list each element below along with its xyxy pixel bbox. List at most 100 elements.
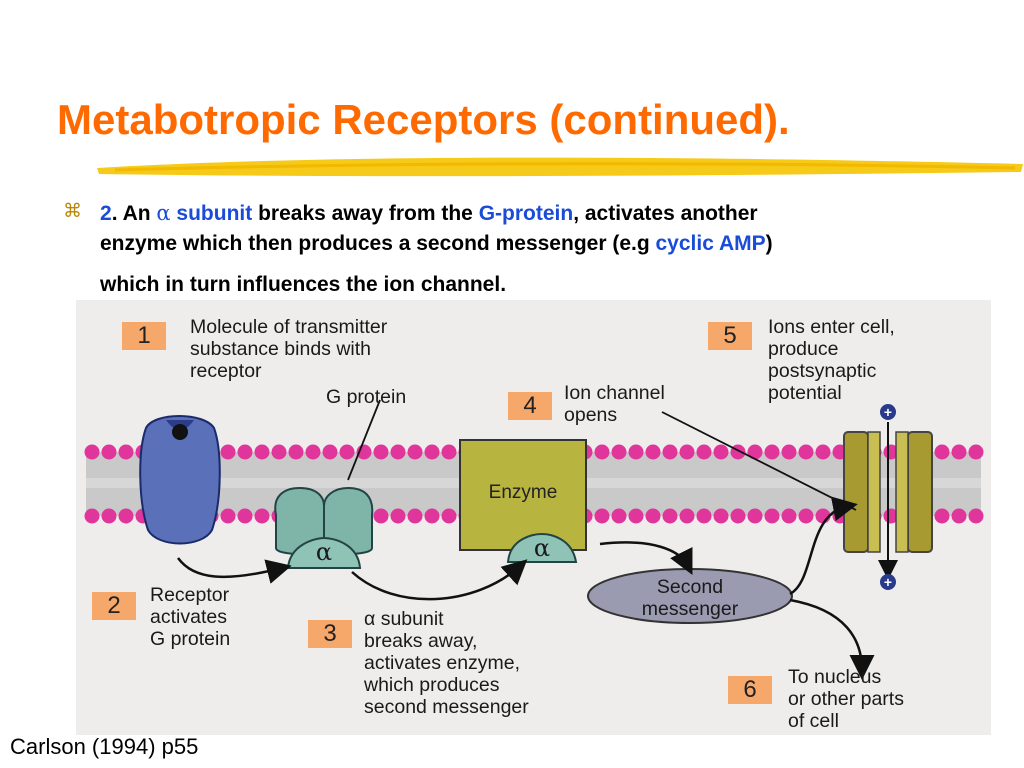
phospholipid-head [424, 444, 440, 460]
bullet-fragment: . An [111, 202, 157, 225]
phospholipid-head [305, 444, 321, 460]
phospholipid-head [696, 444, 712, 460]
enzyme-shape [459, 439, 587, 551]
phospholipid-head [628, 508, 644, 524]
phospholipid-head [373, 508, 389, 524]
slide-title: Metabotropic Receptors (continued). [57, 96, 790, 143]
g-protein-pointer [347, 399, 381, 481]
phospholipid-head [118, 444, 134, 460]
alpha-symbol: α [156, 201, 171, 225]
phospholipid-head [101, 508, 117, 524]
phospholipid-head [594, 444, 610, 460]
phospholipid-head [730, 508, 746, 524]
bullet-number: 2 [100, 202, 112, 225]
phospholipid-head [220, 444, 236, 460]
phospholipid-head [424, 508, 440, 524]
phospholipid-head [118, 508, 134, 524]
step-5-number: 5 [708, 322, 752, 350]
step-4-text: Ion channel opens [564, 382, 665, 426]
phospholipid-head [390, 444, 406, 460]
phospholipid-head [934, 444, 950, 460]
phospholipid-head [441, 508, 457, 524]
phospholipid-head [951, 508, 967, 524]
phospholipid-head [968, 508, 984, 524]
subunit-term: subunit [170, 202, 253, 225]
phospholipid-head [611, 444, 627, 460]
phospholipid-head [84, 444, 100, 460]
bullet-icon: ⌘ [63, 201, 82, 222]
phospholipid-head [322, 444, 338, 460]
bullet-text: 2. An α subunit breaks away from the G-p… [100, 198, 980, 300]
step-4-number: 4 [508, 392, 552, 420]
bullet-fragment: enzyme which then produces a second mess… [100, 232, 656, 256]
ion-channel-shape [843, 422, 933, 580]
step-1-text: Molecule of transmitter substance binds … [190, 316, 388, 382]
g-protein-shape [274, 486, 374, 569]
phospholipid-head [407, 508, 423, 524]
phospholipid-head [679, 508, 695, 524]
phospholipid-head [645, 444, 661, 460]
phospholipid-head [798, 444, 814, 460]
phospholipid-head [101, 444, 117, 460]
second-messenger-label: Second messenger [641, 576, 739, 620]
alpha-subunit-shape [506, 532, 578, 563]
g-protein-term: G-protein [478, 202, 574, 225]
phospholipid-head [288, 444, 304, 460]
phospholipid-head [220, 508, 236, 524]
phospholipid-head [84, 508, 100, 524]
phospholipid-head [390, 508, 406, 524]
phospholipid-head [713, 444, 729, 460]
ion-plus-bottom: + [880, 574, 896, 590]
phospholipid-head [628, 444, 644, 460]
phospholipid-head [951, 444, 967, 460]
phospholipid-head [254, 508, 270, 524]
enzyme-label: Enzyme [488, 482, 558, 503]
citation: Carlson (1994) p55 [10, 734, 199, 759]
phospholipid-head [237, 444, 253, 460]
title-underline [97, 157, 1023, 177]
phospholipid-head [441, 444, 457, 460]
phospholipid-head [373, 444, 389, 460]
diagram-graphics [84, 399, 984, 680]
phospholipid-head [611, 508, 627, 524]
phospholipid-head [781, 508, 797, 524]
step-2-text: Receptor activates G protein [150, 584, 231, 650]
phospholipid-head [934, 508, 950, 524]
messenger-to-nucleus-arrow [789, 598, 875, 680]
step-3-number: 3 [308, 620, 352, 648]
phospholipid-head [679, 444, 695, 460]
g-protein-diagram: 1 Molecule of transmitter substance bind… [76, 300, 991, 735]
phospholipid-head [271, 444, 287, 460]
step-3-text: α subunit breaks away, activates enzyme,… [364, 608, 529, 718]
cyclic-amp-term: cyclic AMP [655, 232, 766, 256]
phospholipid-head [407, 444, 423, 460]
bullet-line-3: which in turn influences the ion channel… [100, 272, 507, 296]
ion-channel-pointer [661, 411, 857, 511]
ion-plus-top: + [880, 404, 896, 420]
phospholipid-head [798, 508, 814, 524]
step-5-text: Ions enter cell, produce postsynaptic po… [768, 316, 895, 404]
phospholipid-head [781, 444, 797, 460]
phospholipid-head [254, 444, 270, 460]
g-protein-label: G protein [326, 386, 407, 408]
phospholipid-head [645, 508, 661, 524]
g-protein-alpha-label: α [315, 538, 333, 566]
step-1-number: 1 [122, 322, 166, 350]
phospholipid-head [764, 444, 780, 460]
receptor-to-gprotein-arrow [176, 557, 292, 584]
free-alpha-label: α [533, 534, 551, 562]
phospholipid-head [696, 508, 712, 524]
receptor-shape [139, 415, 221, 545]
enzyme-to-messenger-arrow [599, 541, 693, 575]
bullet-fragment: ) [765, 232, 773, 256]
phospholipid-head [339, 444, 355, 460]
step-6-number: 6 [728, 676, 772, 704]
phospholipid-head [713, 508, 729, 524]
bullet-fragment: , activates another [573, 202, 758, 225]
phospholipid-head [662, 444, 678, 460]
messenger-to-channel-arrow [789, 496, 858, 596]
phospholipid-head [594, 508, 610, 524]
step-2-number: 2 [92, 592, 136, 620]
gprotein-to-enzyme-arrow [351, 559, 528, 601]
phospholipid-head [764, 508, 780, 524]
